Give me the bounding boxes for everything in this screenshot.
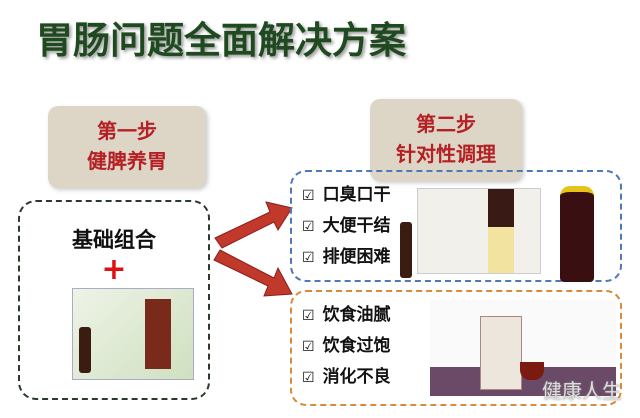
checkbox-icon: ☑	[302, 339, 315, 355]
arrow-up-icon	[214, 201, 293, 249]
step-one-label: 第一步	[97, 119, 157, 143]
vial-image	[400, 222, 412, 278]
symptom-label: 排便困难	[322, 247, 391, 267]
list-item: ☑ 口臭口干	[302, 180, 391, 211]
step-one-card: 第一步 健脾养胃	[48, 106, 206, 188]
base-combo-box: 基础组合 +	[18, 200, 210, 400]
bottle-image	[560, 186, 594, 282]
base-product-image	[72, 288, 194, 380]
watermark: 健康人生	[542, 379, 622, 403]
constipation-group: ☑ 口臭口干 ☑ 大便干结 ☑ 排便困难	[290, 170, 622, 282]
tea-product-image	[430, 300, 616, 396]
checkbox-icon: ☑	[302, 308, 315, 324]
step-one-desc: 健脾养胃	[87, 149, 167, 173]
list-item: ☑ 饮食过饱	[302, 331, 391, 362]
list-item: ☑ 大便干结	[302, 211, 391, 242]
plus-icon: +	[101, 252, 127, 287]
list-item: ☑ 饮食油腻	[302, 300, 391, 331]
arrow-down-icon	[213, 249, 293, 297]
step-two-desc: 针对性调理	[396, 142, 496, 166]
page-title: 胃肠问题全面解决方案	[36, 19, 406, 62]
symptom-label: 大便干结	[322, 216, 391, 236]
checkbox-icon: ☑	[302, 250, 315, 266]
product-box-image	[417, 188, 541, 274]
step-two-card: 第二步 针对性调理	[370, 99, 522, 181]
indigestion-group: ☑ 饮食油腻 ☑ 饮食过饱 ☑ 消化不良	[290, 290, 622, 406]
list-item: ☑ 排便困难	[302, 242, 391, 273]
symptom-list: ☑ 口臭口干 ☑ 大便干结 ☑ 排便困难	[302, 180, 391, 273]
base-combo-label: 基础组合	[72, 228, 156, 252]
checkbox-icon: ☑	[302, 370, 315, 386]
symptom-label: 饮食过饱	[322, 336, 391, 356]
symptom-label: 口臭口干	[322, 185, 391, 205]
symptom-list: ☑ 饮食油腻 ☑ 饮食过饱 ☑ 消化不良	[302, 300, 391, 393]
symptom-label: 饮食油腻	[322, 305, 391, 325]
list-item: ☑ 消化不良	[302, 362, 391, 393]
checkbox-icon: ☑	[302, 219, 315, 235]
arrows	[213, 201, 293, 297]
symptom-label: 消化不良	[322, 367, 391, 387]
checkbox-icon: ☑	[302, 188, 315, 204]
step-two-label: 第二步	[416, 112, 476, 136]
